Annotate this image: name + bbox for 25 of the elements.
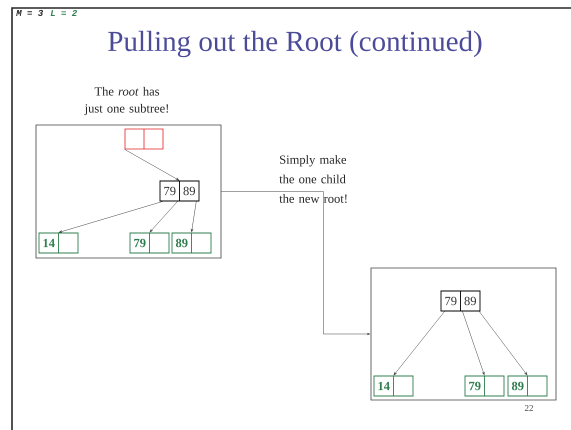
leaf-node: 79	[130, 232, 170, 254]
note-text: Simply make the one child the new root!	[279, 155, 347, 203]
parameter-label: M = 3	[16, 10, 44, 16]
parameter-label: L = 2	[50, 10, 77, 16]
internal-node: 79 89	[160, 180, 200, 202]
leaf-node: 89	[172, 232, 212, 254]
leaf-node: 14	[374, 376, 414, 396]
page-number: 22	[524, 405, 533, 411]
leaf-node: 79	[464, 376, 504, 396]
tree-panel	[36, 124, 222, 258]
arrow	[190, 201, 196, 232]
arrow	[124, 149, 180, 180]
arrow	[221, 191, 370, 336]
internal-node: 79 89	[440, 290, 480, 312]
leaf-node: 89	[508, 376, 548, 396]
arrow	[150, 201, 178, 232]
tree-panel	[370, 268, 556, 400]
arrow	[58, 201, 163, 233]
leaf-node: 14	[38, 232, 78, 254]
empty-root-node	[124, 128, 164, 150]
arrow	[479, 311, 528, 376]
arrow	[462, 311, 485, 376]
note-text: The root has just one subtree!	[84, 86, 168, 116]
title: Pulling out the Root (continued)	[108, 30, 482, 58]
arrow	[394, 311, 445, 376]
